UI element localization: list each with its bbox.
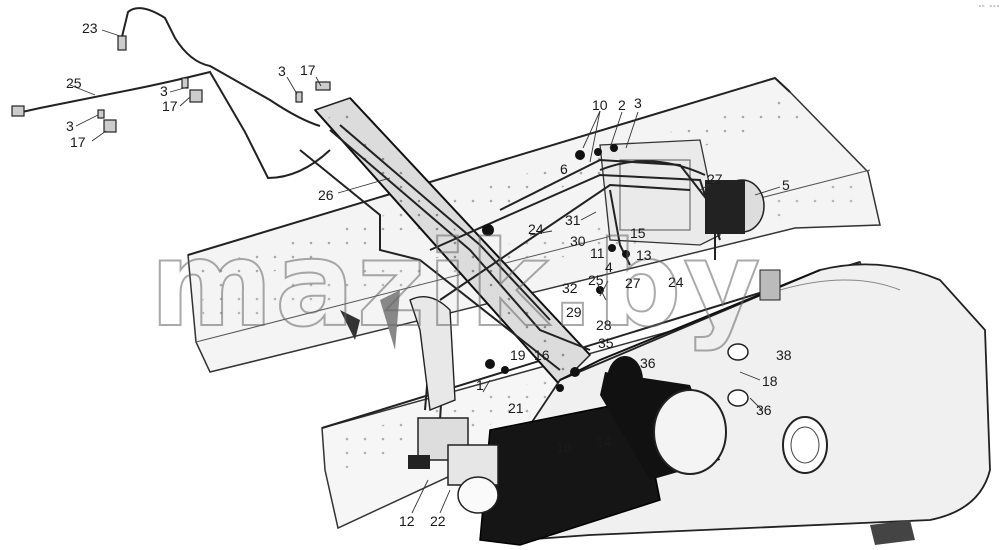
callout-label: 19 xyxy=(510,347,526,363)
callout-label: 3 xyxy=(278,63,286,79)
callout-label: 22 xyxy=(430,513,446,529)
callout-label: 28 xyxy=(596,317,612,333)
callout-label: 23 xyxy=(82,20,98,36)
callout-label: 24 xyxy=(528,221,544,237)
cross-member xyxy=(599,139,721,246)
callout-label: 3 xyxy=(66,118,74,134)
callout-label: 15 xyxy=(630,225,646,241)
callout-label: 1 xyxy=(476,377,484,393)
callout-label: 25 xyxy=(66,75,82,91)
callout-label: 18 xyxy=(556,439,572,455)
callout-label: 32 xyxy=(562,280,578,296)
callout-label: 3 xyxy=(160,83,168,99)
callout-label: 26 xyxy=(318,187,334,203)
clamp-brackets xyxy=(11,35,331,133)
callout-label: 29 xyxy=(566,304,582,320)
callout-labels: 23 25 3 17 3 17 3 17 26 10 2 3 6 5 27 31… xyxy=(66,20,792,529)
callout-label: 13 xyxy=(636,247,652,263)
callout-label: 21 xyxy=(508,400,524,416)
callout-label: 36 xyxy=(640,355,656,371)
callout-label: 11 xyxy=(590,245,605,261)
callout-label: 14 xyxy=(596,434,612,450)
callout-label: 2 xyxy=(618,97,626,113)
callout-label: 6 xyxy=(560,161,568,177)
suspension-bracket xyxy=(340,290,456,411)
callout-label: 17 xyxy=(300,62,316,78)
callout-label: 25 xyxy=(588,272,604,288)
air-tank-right xyxy=(705,179,765,234)
watermark: mazik.by xyxy=(150,215,762,353)
callout-label: 16 xyxy=(534,347,550,363)
callout-label: 31 xyxy=(565,212,581,228)
callout-label: 17 xyxy=(70,134,86,150)
callout-label: 10 xyxy=(592,97,608,113)
callout-label: 35 xyxy=(598,335,614,351)
callout-label: 4 xyxy=(605,259,613,275)
callout-label: 12 xyxy=(399,513,415,529)
callout-label: 5 xyxy=(782,177,790,193)
callout-label: 18 xyxy=(762,373,778,389)
callout-label: 24 xyxy=(668,274,684,290)
leader-lines xyxy=(69,29,781,514)
callout-label: 36 xyxy=(756,402,772,418)
callout-label: 27 xyxy=(625,275,641,291)
callout-label: 30 xyxy=(570,233,586,249)
callout-label: 27 xyxy=(707,171,723,187)
corner-mark: ᵃᵇ ᵃᵃᵃ xyxy=(978,4,1000,11)
callout-label: 17 xyxy=(162,98,178,114)
callout-label: 38 xyxy=(776,347,792,363)
filter-assembly xyxy=(408,417,499,514)
callout-label: 3 xyxy=(634,95,642,111)
receiver-cylinder xyxy=(600,356,727,480)
air-pipes xyxy=(21,7,721,421)
valve-cluster xyxy=(482,144,781,392)
